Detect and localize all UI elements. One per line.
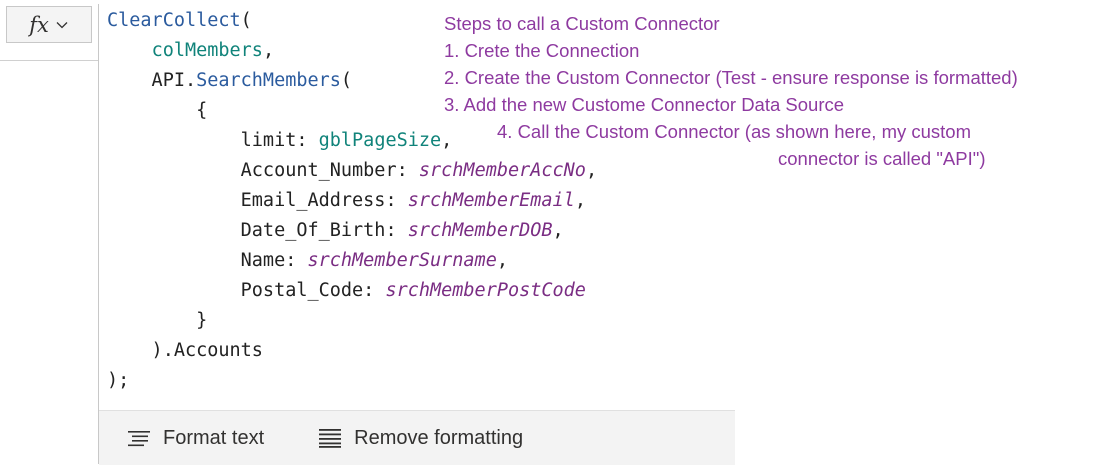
code-token-p: Account_Number: — [107, 160, 419, 181]
annotation-step-4-line-1: 4. Call the Custom Connector (as shown h… — [497, 121, 971, 142]
code-token-p: ).Accounts — [107, 340, 263, 361]
remove-formatting-icon — [319, 429, 342, 448]
fx-label: fx — [29, 12, 49, 37]
annotation-step-1: 1. Crete the Connection — [444, 40, 640, 61]
code-token-p: { — [107, 100, 208, 121]
code-token-ref: srchMemberDOB — [407, 220, 553, 241]
code-token-var: colMembers — [151, 40, 263, 61]
code-token-p: Postal_Code: — [107, 280, 386, 301]
format-text-label: Format text — [163, 426, 265, 449]
code-line: Postal_Code: srchMemberPostCode — [107, 276, 597, 306]
format-text-icon — [128, 431, 150, 447]
fx-button[interactable]: fx — [6, 6, 92, 43]
code-token-p — [107, 40, 152, 61]
code-token-p: , — [496, 250, 508, 271]
annotation-step-3: 3. Add the new Custome Connector Data So… — [444, 94, 845, 115]
code-token-p: API. — [107, 70, 197, 91]
code-token-p: Email_Address: — [107, 190, 408, 211]
code-line: ).Accounts — [107, 336, 597, 366]
code-line: Date_Of_Birth: srchMemberDOB, — [107, 216, 597, 246]
code-line: { — [107, 96, 597, 126]
annotation-step-2: 2. Create the Custom Connector (Test - e… — [444, 67, 1018, 88]
code-token-p: ( — [240, 10, 252, 31]
formula-bar-divider — [0, 60, 98, 61]
formula-toolbar: Format text Remove formatting — [99, 410, 735, 465]
formula-editor[interactable]: ClearCollect( colMembers, API.SearchMemb… — [98, 4, 735, 465]
remove-formatting-label: Remove formatting — [354, 426, 524, 449]
formula-code[interactable]: ClearCollect( colMembers, API.SearchMemb… — [107, 6, 597, 396]
code-token-p: , — [262, 40, 275, 61]
code-token-p: } — [107, 310, 208, 331]
remove-formatting-button[interactable]: Remove formatting — [318, 427, 523, 450]
code-token-ref: srchMemberSurname — [307, 250, 497, 271]
code-token-p: , — [585, 160, 598, 181]
code-token-ref: srchMemberAccNo — [418, 160, 586, 181]
code-token-p: , — [574, 190, 586, 211]
code-line: Account_Number: srchMemberAccNo, — [107, 156, 597, 186]
code-line: colMembers, — [107, 36, 597, 66]
code-token-p: limit: — [107, 130, 319, 151]
code-line: Name: srchMemberSurname, — [107, 246, 597, 276]
code-token-var: gblPageSize — [318, 130, 442, 151]
chevron-down-icon — [56, 21, 68, 28]
code-line: ClearCollect( — [107, 6, 597, 36]
code-token-p: Name: — [107, 250, 308, 271]
code-token-fn: SearchMembers — [196, 70, 341, 91]
code-token-ref: srchMemberEmail — [407, 190, 575, 211]
code-line: } — [107, 306, 597, 336]
code-token-p: Date_Of_Birth: — [107, 220, 408, 241]
code-token-p: ( — [340, 70, 353, 91]
format-text-button[interactable]: Format text — [127, 427, 264, 450]
code-token-ref: srchMemberPostCode — [385, 280, 586, 301]
code-token-p: , — [552, 220, 564, 241]
annotation-step-4-line-2: connector is called "API") — [778, 148, 986, 169]
code-line: Email_Address: srchMemberEmail, — [107, 186, 597, 216]
annotation-title: Steps to call a Custom Connector — [444, 13, 720, 34]
code-token-fn: ClearCollect — [107, 10, 241, 31]
code-token-p: ); — [107, 370, 130, 391]
code-line: ); — [107, 366, 597, 396]
code-token-p: , — [441, 130, 453, 151]
code-line: API.SearchMembers( — [107, 66, 597, 96]
code-line: limit: gblPageSize, — [107, 126, 597, 156]
